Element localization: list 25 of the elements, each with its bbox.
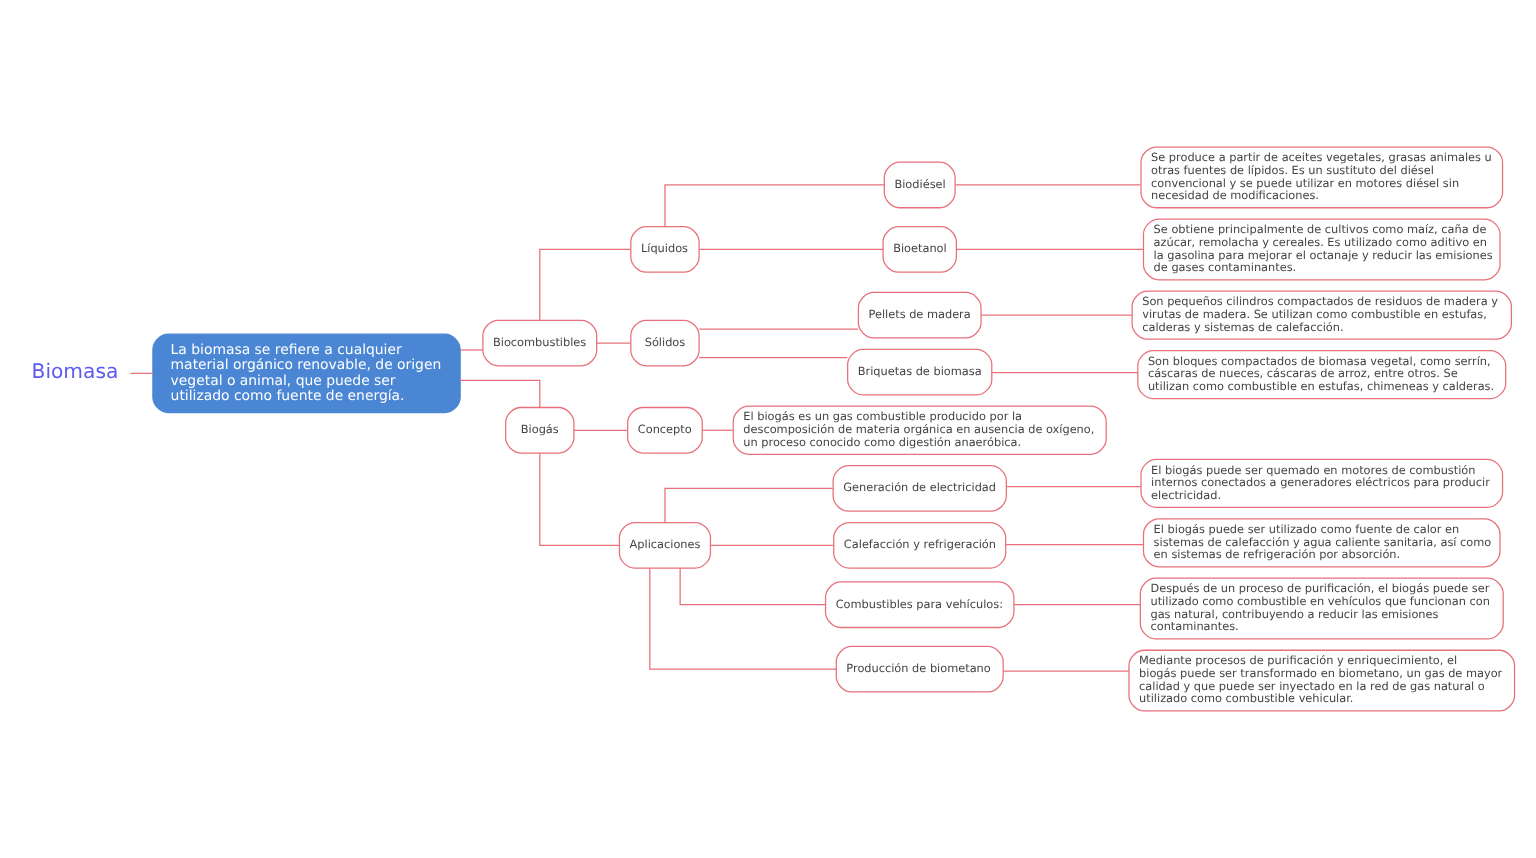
connector [539, 248, 632, 321]
connector [698, 248, 884, 251]
connector [679, 567, 826, 606]
node-text: Biomasa [31, 362, 119, 385]
connector [980, 314, 1133, 316]
connector [1005, 485, 1142, 488]
connector [459, 379, 541, 408]
connector [573, 429, 628, 431]
connector [698, 356, 848, 359]
connector [129, 372, 154, 374]
connector [1013, 604, 1141, 606]
connector [1002, 670, 1130, 672]
connector [649, 568, 837, 670]
connector [459, 349, 484, 351]
connector [1005, 544, 1145, 546]
connector [698, 328, 859, 330]
connector [539, 452, 621, 546]
connector [955, 248, 1145, 251]
connector [709, 544, 834, 546]
connector [701, 429, 734, 431]
connector [991, 372, 1139, 374]
connector [664, 184, 885, 228]
connector [664, 487, 834, 524]
connector [954, 184, 1142, 186]
connector [596, 342, 632, 344]
